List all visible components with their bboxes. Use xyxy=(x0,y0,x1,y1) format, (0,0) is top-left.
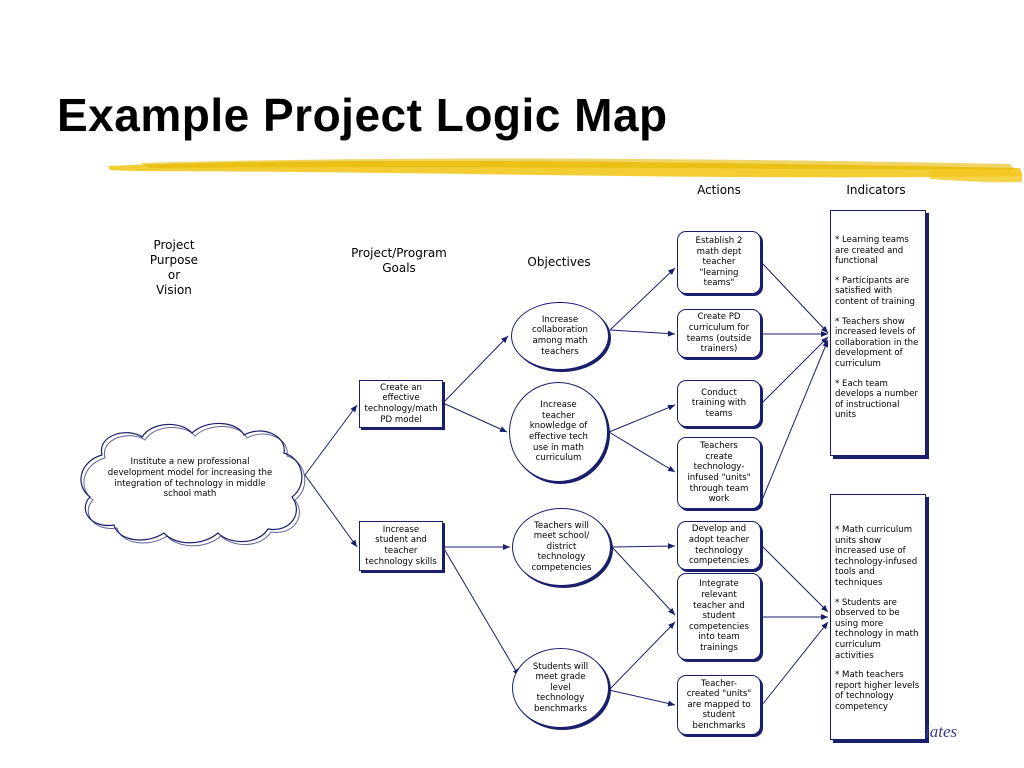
objective-collaboration: Increase collaboration among math teache… xyxy=(511,302,609,370)
action-learning-teams: Establish 2 math dept teacher "learning … xyxy=(677,231,761,294)
header-objectives: Objectives xyxy=(527,255,591,269)
action-pd-curriculum: Create PD curriculum for teams (outside … xyxy=(677,309,761,358)
action-create-units: Teachers create technology- infused "uni… xyxy=(677,437,761,509)
header-purpose: Project Purpose or Vision xyxy=(149,238,199,297)
indicator-item: * Learning teams are created and functio… xyxy=(835,235,909,267)
footer-text: iates xyxy=(925,722,958,741)
indicator-item: * Math curriculum units show increased u… xyxy=(835,525,918,588)
purpose-text: Institute a new professional development… xyxy=(107,457,273,500)
indicator-item: * Students are observed to be using more… xyxy=(835,597,919,661)
action-adopt-competencies: Develop and adopt teacher technology com… xyxy=(677,521,761,570)
title-underline xyxy=(108,158,1022,183)
indicators-box-2: * Math curriculum units show increased u… xyxy=(830,494,926,740)
header-goals: Project/Program Goals xyxy=(351,246,447,275)
indicators-box-1: * Learning teams are created and functio… xyxy=(830,210,926,456)
indicator-item: * Teachers show increased levels of coll… xyxy=(835,316,919,369)
indicator-item: * Each team develops a number of instruc… xyxy=(835,378,918,421)
goal-technology-skills: Increase student and teacher technology … xyxy=(359,521,443,571)
indicator-item: * Participants are satisfied with conten… xyxy=(835,275,915,307)
header-actions: Actions xyxy=(697,183,741,197)
goal-pd-model: Create an effective technology/math PD m… xyxy=(359,380,443,428)
action-integrate-competencies: Integrate relevant teacher and student c… xyxy=(677,573,761,660)
objective-teacher-competencies: Teachers will meet school/ district tech… xyxy=(512,508,611,586)
purpose-cloud xyxy=(80,422,306,547)
objective-teacher-knowledge: Increase teacher knowledge of effective … xyxy=(509,382,608,482)
page-title: Example Project Logic Map xyxy=(57,89,668,141)
action-conduct-training: Conduct training with teams xyxy=(677,380,761,427)
indicator-item: * Math teachers report higher levels of … xyxy=(835,670,920,712)
header-indicators: Indicators xyxy=(846,183,906,197)
action-map-units: Teacher- created "units" are mapped to s… xyxy=(677,675,761,735)
objective-student-benchmarks: Students will meet grade level technolog… xyxy=(512,648,609,728)
